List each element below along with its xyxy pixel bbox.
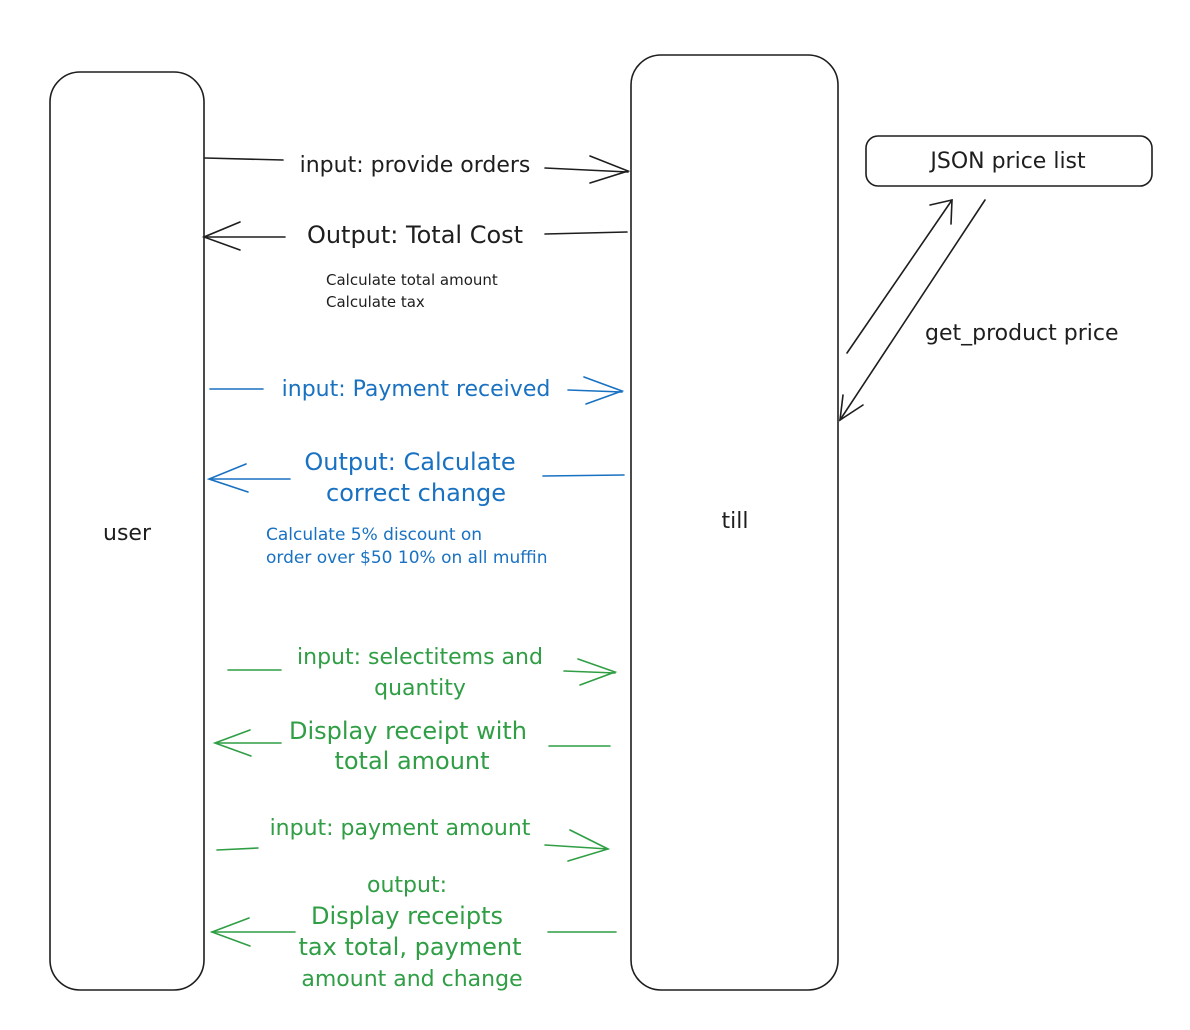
select-items-label-line-1: input: selectitems and bbox=[297, 645, 543, 670]
price-list-box[interactable] bbox=[865, 135, 1153, 187]
calc-note-line-2: Calculate tax bbox=[326, 293, 425, 311]
calc-note-line-1: Calculate total amount bbox=[326, 271, 498, 289]
message-payment-amount: input: payment amount bbox=[216, 816, 611, 862]
till-label: till bbox=[722, 509, 749, 534]
price-list-label: JSON price list bbox=[928, 149, 1086, 174]
final-output-label-line-1: output: bbox=[367, 873, 447, 898]
total-cost-label: Output: Total Cost bbox=[307, 221, 523, 249]
display-receipt-label-line-2: total amount bbox=[334, 747, 489, 775]
get-product-price-label: get_product price bbox=[925, 321, 1119, 346]
message-display-receipt: Display receipt with total amount bbox=[212, 717, 611, 775]
provide-orders-label: input: provide orders bbox=[300, 153, 531, 178]
message-select-items: input: selectitems and quantity bbox=[227, 645, 618, 701]
user-label: user bbox=[103, 521, 152, 546]
discount-note-line-1: Calculate 5% discount on bbox=[266, 525, 482, 545]
correct-change-label-line-1: Output: Calculate bbox=[304, 448, 515, 476]
message-provide-orders: input: provide orders bbox=[204, 153, 631, 184]
till-lifeline-box[interactable] bbox=[630, 54, 839, 991]
user-lifeline-box[interactable] bbox=[49, 71, 205, 991]
final-output-label-line-3: tax total, payment bbox=[299, 933, 522, 961]
payment-amount-label: input: payment amount bbox=[270, 816, 531, 841]
final-output-label-line-4: amount and change bbox=[301, 967, 522, 992]
message-correct-change: Output: Calculate correct change bbox=[206, 448, 625, 507]
discount-note-line-2: order over $50 10% on all muffin bbox=[266, 548, 547, 568]
message-total-cost: Output: Total Cost bbox=[201, 221, 628, 251]
final-output-label-line-2: Display receipts bbox=[311, 902, 503, 930]
select-items-label-line-2: quantity bbox=[374, 676, 466, 701]
correct-change-label-line-2: correct change bbox=[326, 479, 506, 507]
display-receipt-label-line-1: Display receipt with bbox=[289, 717, 527, 745]
payment-received-label: input: Payment received bbox=[282, 377, 551, 402]
message-get-product-price: get_product price bbox=[839, 198, 1119, 422]
message-payment-received: input: Payment received bbox=[209, 376, 625, 405]
message-final-output: output: Display receipts tax total, paym… bbox=[209, 873, 617, 992]
